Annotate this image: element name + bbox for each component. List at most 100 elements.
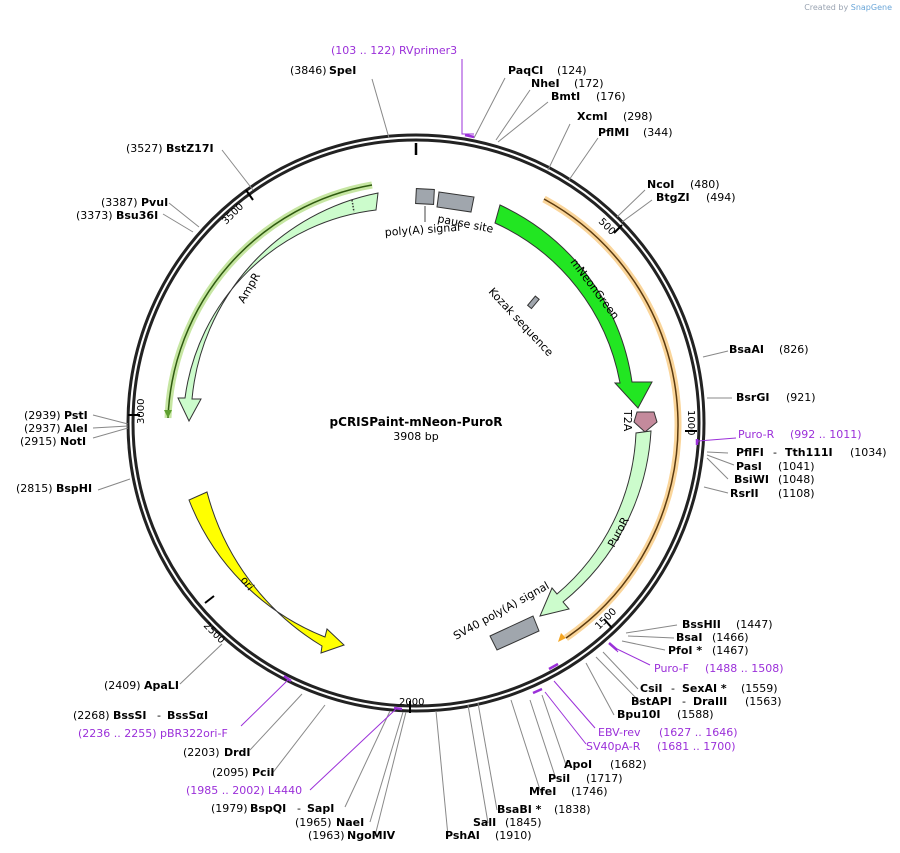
site-name: BssHII [682,618,721,631]
credit-brand: SnapGene [850,3,892,12]
primer-pos: (2236 .. 2255) [78,727,157,740]
site-name: CsiI [640,682,662,695]
site-name: NheI [531,77,560,90]
site-sep: - [157,709,161,722]
site-pos: (1467) [712,644,749,657]
tick-label: 2500 [201,620,227,646]
backbone [126,133,706,713]
primer-name: L4440 [268,784,302,797]
primer-leaders [240,59,737,791]
primer-pos: (103 .. 122) [331,44,396,57]
site-name: PciI [252,766,274,779]
polya-box [415,188,435,205]
site-name: BspHI [56,482,92,495]
site-name: SexAI * [682,682,727,695]
site-pos: (1682) [610,758,647,771]
sv40pa-box [489,615,540,651]
tick-marks [128,189,697,713]
site-name: ApaLI [144,679,179,692]
ampr-arrow [177,192,379,423]
site-pos: (2095) [212,766,249,779]
mneongreen-arrow [494,204,653,409]
tick-label: 1000 [685,410,696,435]
site-pos: (1746) [571,785,608,798]
site-name: BssSI [113,709,147,722]
site-name: NaeI [336,816,364,829]
primer-pos: (1985 .. 2002) [186,784,265,797]
site-name: ApoI [564,758,592,771]
site-name: BsiWI [734,473,769,486]
site-pos: (1845) [505,816,542,829]
primer-name: SV40pA-R [586,740,641,753]
site-pos: (2268) [73,709,110,722]
site-name: AleI [64,422,88,435]
tick-label: 3000 [136,399,147,424]
site-pos: (1447) [736,618,773,631]
ampr-label: AmpR [235,270,263,305]
primer-name: RVprimer3 [399,44,457,57]
primer-pos: (992 .. 1011) [790,428,862,441]
tick-label: 2000 [399,697,424,708]
site-name: PvuI [141,196,168,209]
site-name: PshAI [445,829,480,842]
site-pos: (2409) [104,679,141,692]
site-pos: (1717) [586,772,623,785]
site-pos: (1838) [554,803,591,816]
site-name: DrdI [224,746,251,759]
site-sep: - [297,802,301,815]
site-name: BsaI [676,631,702,644]
site-pos: (1466) [712,631,749,644]
tick-label: 3500 [220,201,246,227]
credit-prefix: Created by [804,3,849,12]
site-name: BsrGI [736,391,769,404]
site-name: MfeI [529,785,556,798]
primer-name: pBR322ori-F [160,727,228,740]
site-pos: (344) [643,126,673,139]
site-name: PasI [736,460,762,473]
features [177,188,658,654]
site-pos: (826) [779,343,809,356]
t2a-label: T2A [621,409,634,432]
site-name: BtgZI [656,191,690,204]
site-pos: (172) [574,77,604,90]
site-name: NgoMIV [347,829,396,842]
site-pos: (1588) [677,708,714,721]
orf-arcs [164,181,682,642]
primer-pos: (1681 .. 1700) [657,740,736,753]
puror-arrow [539,430,652,617]
site-name: SalI [473,816,496,829]
site-pos: (176) [596,90,626,103]
site-name: NcoI [647,178,674,191]
site-pos: (124) [557,64,587,77]
site-name: NotI [60,435,86,448]
site-name: BssSαI [167,709,208,722]
site-sep: - [682,695,686,708]
site-pos: (3846) [290,64,327,77]
site-name: DraIII [693,695,727,708]
site-pos: (298) [623,110,653,123]
kozak-label: Kozak sequence [486,285,556,359]
snapgene-credit: Created by SnapGene [804,3,892,12]
site-name: PflMI [598,126,629,139]
site-pos: (1979) [211,802,248,815]
primer-name: Puro-R [738,428,775,441]
site-pos: (2937) [24,422,61,435]
site-pos: (2915) [20,435,57,448]
primer-pos: (1488 .. 1508) [705,662,784,675]
site-name: BsaBI * [497,803,542,816]
primer-pos: (1627 .. 1646) [659,726,738,739]
site-pos: (3527) [126,142,163,155]
plasmid-size: 3908 bp [393,430,438,443]
site-name: BstAPI [631,695,672,708]
site-pos: (2815) [16,482,53,495]
site-name: SapI [307,802,334,815]
plasmid-name: pCRISPaint-mNeon-PuroR [330,415,503,429]
site-name: Bpu10I [617,708,661,721]
site-pos: (2203) [183,746,220,759]
site-name: BsaAI [729,343,764,356]
site-labels: (3846) SpeI (103 .. 122) RVprimer3 PaqCI… [16,44,887,842]
site-name: Bsu36I [116,209,158,222]
site-name: PflFI [736,446,764,459]
site-name: BmtI [551,90,580,103]
pause-site-box [436,191,475,213]
